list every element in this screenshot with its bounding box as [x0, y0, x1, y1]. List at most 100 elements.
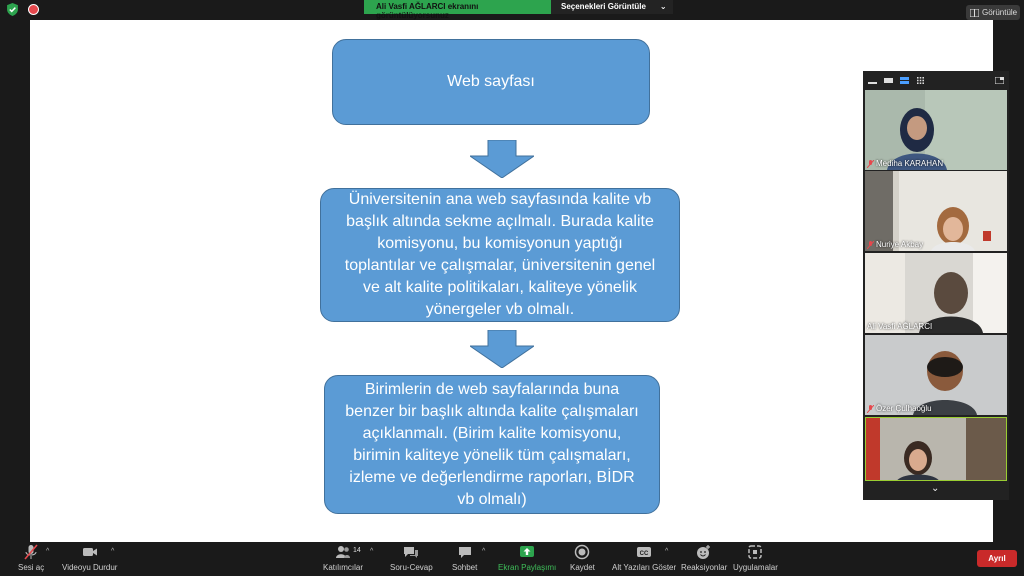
participant-name: Ali Vasfi AĞLARCI [867, 322, 933, 331]
stop-video-button[interactable]: Videoyu Durdur [62, 544, 117, 572]
qa-label: Soru-Cevap [390, 563, 433, 572]
emoji-icon [697, 545, 711, 559]
chevron-down-icon: ⌄ [659, 2, 667, 11]
view-options-label: Seçenekleri Görüntüle [561, 2, 646, 11]
text-line: Üniversitenin ana web sayfasında kalite … [348, 191, 652, 208]
captions-options-caret[interactable]: ^ [665, 548, 669, 555]
video-tile[interactable]: Mediha KARAHAN [865, 90, 1007, 170]
video-camera-icon [82, 548, 97, 556]
participants-icon [336, 546, 350, 558]
mic-muted-icon [867, 159, 874, 168]
qa-icon [404, 547, 419, 558]
text-line: toplantılar ve çalışmalar, üniversitenin… [344, 257, 656, 274]
participant-video [865, 90, 1007, 170]
apps-button[interactable]: Uygulamalar [733, 544, 778, 572]
mic-muted-icon [867, 404, 874, 413]
participants-options-caret[interactable]: ^ [370, 548, 374, 555]
view-button-label: Görüntüle [982, 8, 1018, 17]
text-line: açıklanmalı. (Birim kalite komisyonu, [362, 424, 622, 442]
record-icon [575, 544, 590, 560]
shared-screen: Web sayfası Üniversitenin ana web sayfas… [30, 20, 993, 542]
participant-name-tag: Nuriye Akbay [867, 240, 923, 249]
view-button[interactable]: Görüntüle [966, 5, 1020, 20]
meeting-toolbar: Sesi aç ^ Videoyu Durdur ^ Katılımcılar … [0, 542, 1024, 576]
grid-view-icon[interactable] [916, 77, 925, 84]
participants-label: Katılımcılar [323, 563, 364, 572]
participants-count: 14 [353, 547, 361, 554]
flow-box-university-text: Üniversitenin ana web sayfasında kalite … [345, 189, 655, 321]
shield-icon[interactable] [6, 3, 19, 16]
participant-name: Özer Çulhaoğlu [876, 404, 932, 413]
reactions-button[interactable]: Reaksiyonlar [681, 544, 727, 572]
apps-icon [748, 545, 763, 559]
video-tile[interactable]: Özer Çulhaoğlu [865, 335, 1007, 415]
chat-icon [458, 547, 471, 558]
participant-video [865, 171, 1007, 251]
closed-captions-button[interactable]: CC Alt Yazıları Göster [612, 544, 676, 572]
participant-video [866, 418, 1006, 480]
strip-view-icon[interactable] [900, 77, 909, 84]
scroll-down-icon[interactable]: ⌄ [931, 483, 940, 494]
flow-box-web-page: Web sayfası [332, 39, 650, 125]
share-screen-button[interactable]: Ekran Paylaşımı [498, 544, 556, 572]
view-options-button[interactable]: Seçenekleri Görüntüle ⌄ [551, 0, 673, 14]
apps-label: Uygulamalar [733, 563, 778, 572]
chat-label: Sohbet [452, 563, 478, 572]
share-screen-label: Ekran Paylaşımı [498, 563, 557, 572]
participant-name-tag: Özer Çulhaoğlu [867, 404, 932, 413]
unmute-label: Sesi aç [18, 563, 45, 572]
flow-box-web-page-text: Web sayfası [447, 73, 535, 90]
down-arrow-icon [470, 330, 534, 368]
qa-button[interactable]: Soru-Cevap [390, 544, 433, 572]
text-line: vb olmalı) [457, 490, 527, 508]
side-by-side-icon[interactable] [995, 77, 1004, 84]
closed-captions-label: Alt Yazıları Göster [612, 563, 677, 572]
mic-muted-icon [867, 240, 874, 249]
participant-video [865, 335, 1007, 415]
text-line: komisyonu, bu komisyonun yaptığı [377, 235, 623, 252]
stop-video-label: Videoyu Durdur [62, 563, 118, 572]
record-button[interactable]: Kaydet [570, 544, 595, 572]
leave-button[interactable]: Ayrıl [977, 550, 1017, 567]
mic-muted-icon [24, 544, 38, 560]
recording-icon[interactable] [28, 4, 39, 15]
share-banner: Ali Vasfi AĞLARCI ekranını görüntülüyors… [364, 0, 673, 20]
flow-box-units-text: Birimlerin de web sayfalarında buna benz… [345, 379, 638, 511]
text-line: birimin kaliteye yönelik tüm çalışmaları… [353, 446, 631, 464]
text-line: izleme ve değerlendirme raporları, BİDR [349, 468, 635, 486]
chat-button[interactable]: Sohbet [452, 544, 477, 572]
flow-box-university-page: Üniversitenin ana web sayfasında kalite … [320, 188, 680, 322]
video-options-caret[interactable]: ^ [111, 548, 115, 555]
text-line: ve alt kalite politikaları, kaliteye yön… [363, 279, 637, 296]
share-message: Ali Vasfi AĞLARCI ekranını görüntülüyors… [364, 0, 551, 20]
participant-name-tag: Ali Vasfi AĞLARCI [867, 322, 932, 331]
participant-video [865, 253, 1007, 333]
down-arrow-icon [470, 140, 534, 178]
minimize-icon[interactable] [868, 77, 877, 84]
text-line: Birimlerin de web sayfalarında buna [364, 380, 620, 398]
video-tile[interactable]: Nuriye Akbay [865, 171, 1007, 251]
text-line: başlık altında sekme açılmalı. Burada ka… [346, 213, 654, 230]
text-line: benzer bir başlık altında kalite çalışma… [345, 402, 639, 420]
participants-button[interactable]: Katılımcılar [323, 544, 363, 572]
single-view-icon[interactable] [884, 77, 893, 84]
svg-text:CC: CC [640, 551, 649, 557]
participant-gallery: Mediha KARAHAN Nuriye Akbay Ali Vasfi A [863, 71, 1009, 500]
video-tile[interactable]: Ali Vasfi AĞLARCI [865, 253, 1007, 333]
share-screen-icon [520, 546, 535, 557]
text-line: yönergeler vb olmalı. [425, 301, 575, 318]
cc-icon: CC [637, 547, 652, 557]
top-bar: Ali Vasfi AĞLARCI ekranını görüntülüyors… [0, 0, 1024, 20]
video-tile[interactable] [865, 417, 1007, 481]
audio-options-caret[interactable]: ^ [46, 548, 50, 555]
gallery-header [863, 71, 1009, 90]
chat-options-caret[interactable]: ^ [482, 548, 486, 555]
flow-box-units-page: Birimlerin de web sayfalarında buna benz… [324, 375, 660, 514]
participant-name-tag: Mediha KARAHAN [867, 159, 943, 168]
leave-label: Ayrıl [988, 554, 1006, 563]
unmute-button[interactable]: Sesi aç [18, 544, 44, 572]
reactions-label: Reaksiyonlar [681, 563, 728, 572]
participant-name: Mediha KARAHAN [876, 159, 944, 168]
participant-name: Nuriye Akbay [876, 240, 924, 249]
record-label: Kaydet [570, 563, 595, 572]
